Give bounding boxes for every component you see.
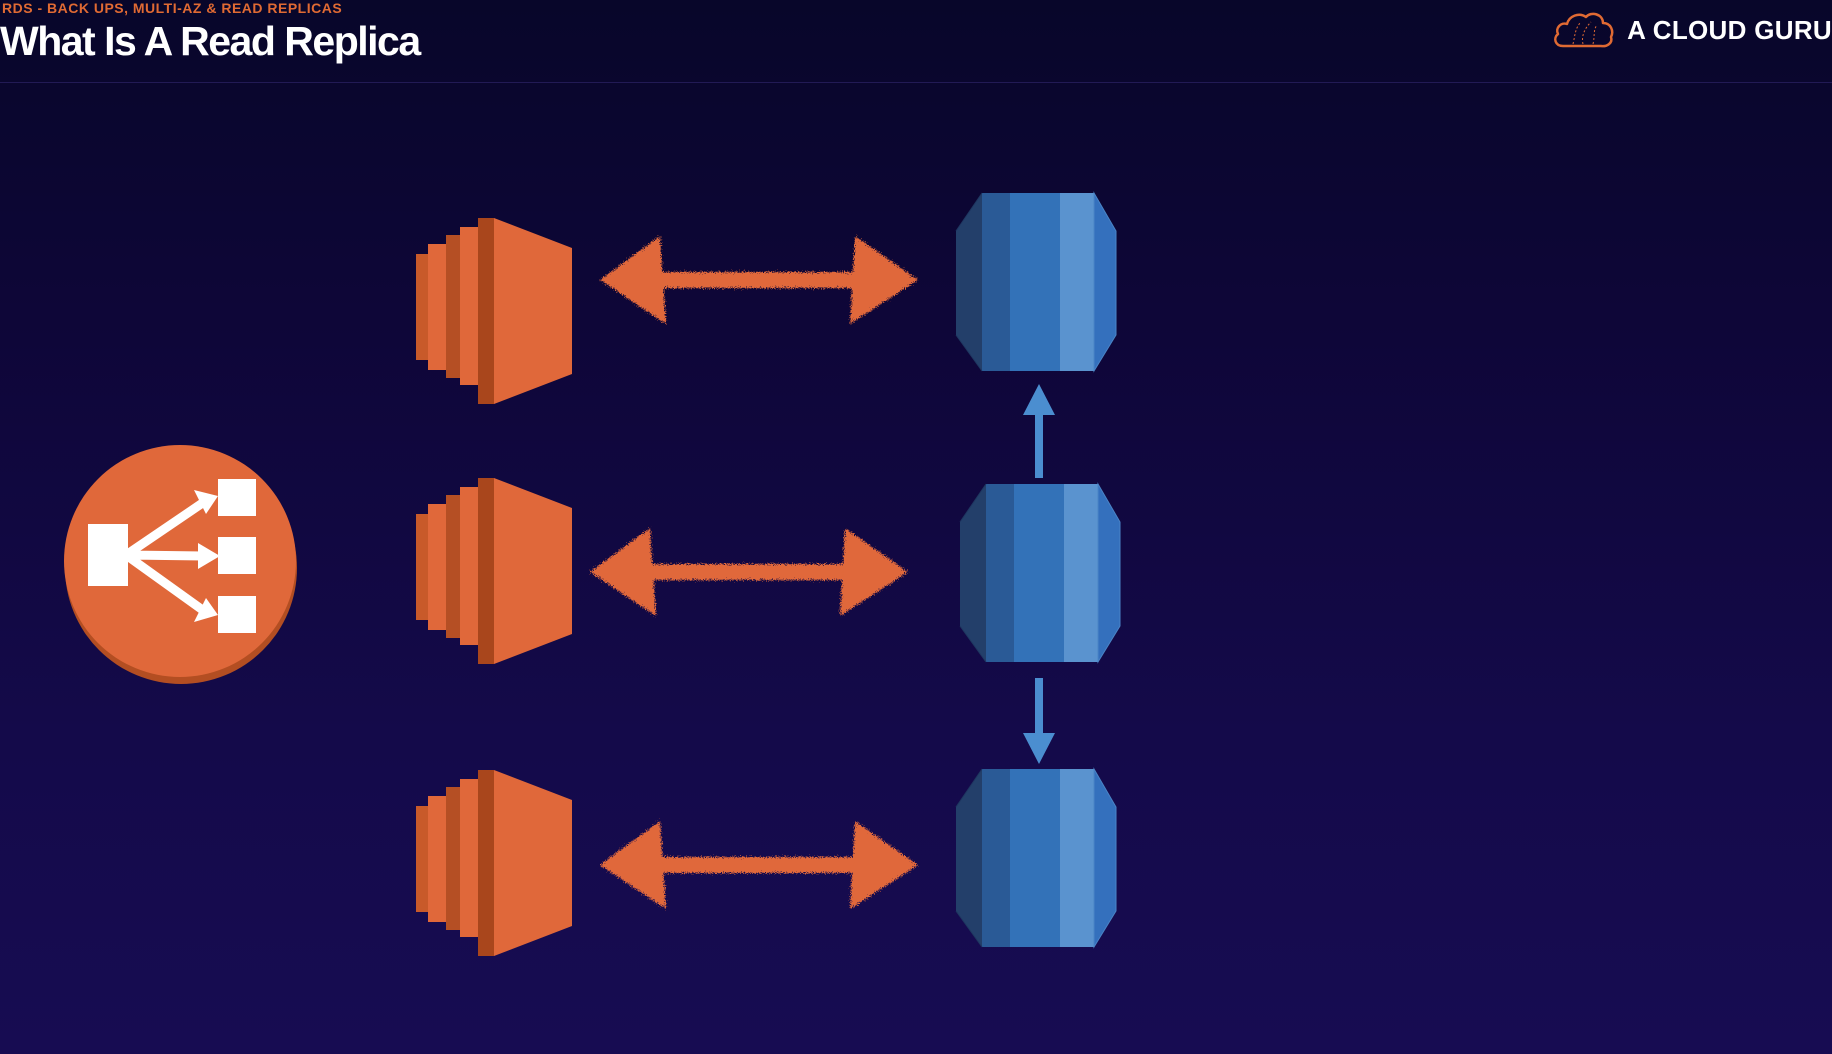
rds-database-icon <box>959 483 1121 663</box>
double-headed-arrow-icon <box>590 528 908 616</box>
load-balancer-icon <box>64 445 297 684</box>
rds-database-icon <box>955 192 1117 372</box>
page-title: What Is A Read Replica <box>0 18 421 64</box>
breadcrumb: RDS - BACK UPS, MULTI-AZ & READ REPLICAS <box>2 0 343 16</box>
rds-database-icon <box>955 768 1117 948</box>
ec2-instance-icon <box>416 770 572 956</box>
ec2-instance-icon <box>416 218 572 404</box>
cloud-icon <box>1554 12 1614 48</box>
arrow-icon <box>1023 678 1055 764</box>
arrow-icon <box>1023 384 1055 478</box>
brand-name: A CLOUD GURU <box>1627 14 1832 45</box>
double-headed-arrow-icon <box>600 821 918 909</box>
header: RDS - BACK UPS, MULTI-AZ & READ REPLICAS… <box>0 0 1832 83</box>
double-headed-arrow-icon <box>600 236 918 324</box>
ec2-instance-icon <box>416 478 572 664</box>
brand-logo: A CLOUD GURU <box>1551 8 1832 52</box>
